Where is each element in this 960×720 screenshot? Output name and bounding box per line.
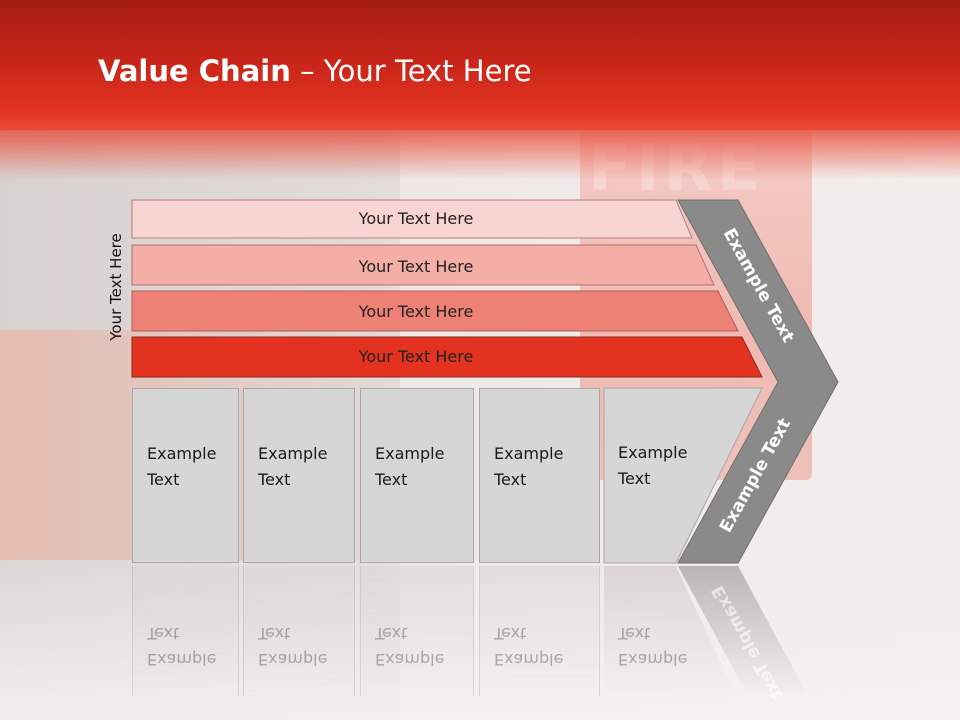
chevron-arrow (677, 199, 839, 564)
box-5-line1: Example (618, 443, 688, 462)
box-4-line2: Text (494, 470, 527, 489)
bar-4-label: Your Text Here (358, 347, 474, 366)
box-1-line2: Text (147, 470, 180, 489)
slide-title-bold: Value Chain (98, 54, 291, 88)
bar-3 (131, 290, 739, 332)
bar-2 (131, 244, 715, 286)
box-5 (603, 387, 763, 564)
header-band (0, 0, 960, 130)
bar-3-label: Your Text Here (358, 302, 474, 321)
bar-2-label: Your Text Here (358, 257, 474, 276)
bar-1 (131, 199, 693, 239)
slide-title-rest: – Your Text Here (290, 54, 532, 88)
box-1-line1: Example (147, 444, 217, 463)
box-2-line2: Text (258, 470, 291, 489)
box-2-line1: Example (258, 444, 328, 463)
box-3-line1: Example (375, 444, 445, 463)
bar-4 (131, 336, 763, 378)
box-5-line2: Text (618, 469, 651, 488)
box-4-line1: Example (494, 444, 564, 463)
bar-1-label: Your Text Here (358, 209, 474, 228)
slide-title: Value Chain – Your Text Here (98, 54, 532, 88)
box-3-line2: Text (375, 470, 408, 489)
box-5-reflection (604, 566, 736, 696)
chevron-reflection (678, 566, 808, 696)
header-fade (0, 130, 960, 180)
